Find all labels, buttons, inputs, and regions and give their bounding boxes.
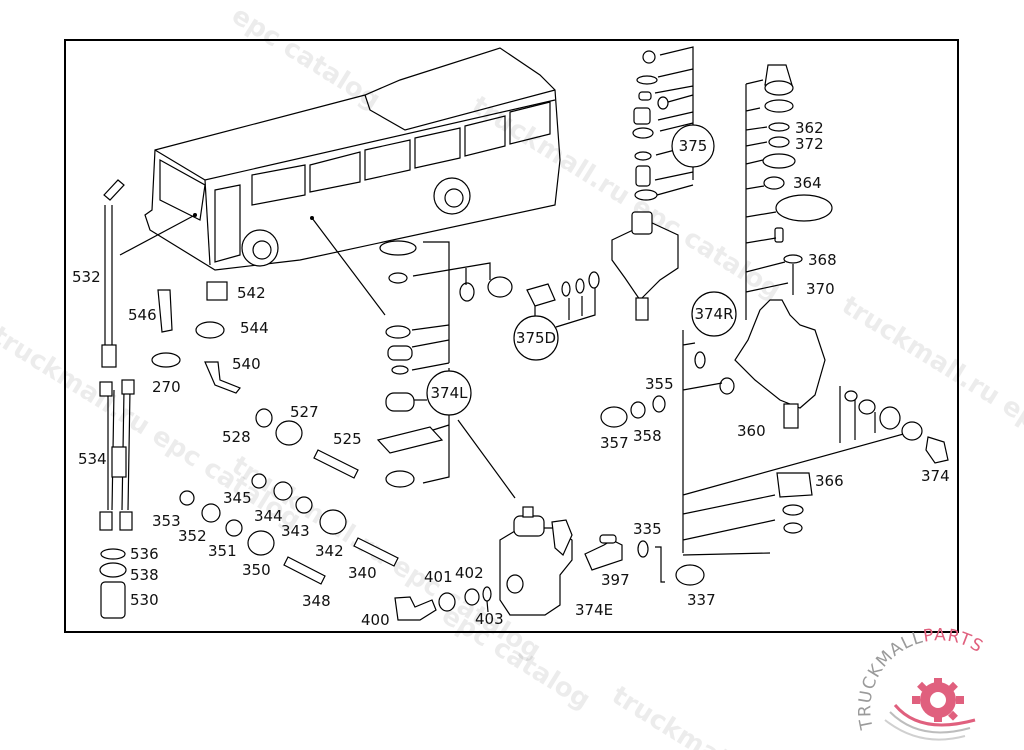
callout-circle-375 — [671, 124, 715, 168]
part-label-534: 534 — [78, 450, 107, 468]
part-label-357: 357 — [600, 434, 629, 452]
watermark-text: truckmall.ru epc catalog — [0, 320, 306, 535]
valve-375D-parts — [526, 271, 600, 328]
part-label-366: 366 — [815, 472, 844, 490]
valve-374E-parts — [394, 506, 705, 621]
part-label-353: 353 — [152, 512, 181, 530]
part-label-335: 335 — [633, 520, 662, 538]
logo-text-parts: PARTS — [922, 625, 987, 657]
truckmallparts-logo: TRUCKMALLPARTS — [855, 625, 987, 741]
callouts: 375 375D 374L 374R — [426, 124, 737, 416]
part-label-337: 337 — [687, 591, 716, 609]
part-label-352: 352 — [178, 527, 207, 545]
callout-circle-374L — [426, 370, 472, 416]
part-label-525: 525 — [333, 430, 362, 448]
valve-374R-parts — [600, 64, 949, 556]
part-label-374: 374 — [921, 467, 950, 485]
callout-374R: 374R — [694, 305, 733, 323]
part-label-360: 360 — [737, 422, 766, 440]
part-label-542: 542 — [237, 284, 266, 302]
part-label-342: 342 — [315, 542, 344, 560]
part-label-345: 345 — [223, 489, 252, 507]
diagram-frame — [64, 39, 959, 633]
callout-circle-374R — [691, 291, 737, 337]
part-label-344: 344 — [254, 507, 283, 525]
part-label-528: 528 — [222, 428, 251, 446]
part-label-527: 527 — [290, 403, 319, 421]
part-label-358: 358 — [633, 427, 662, 445]
part-label-403: 403 — [475, 610, 504, 628]
logo-text-truckmall: TRUCKMALL — [855, 627, 925, 732]
small-parts-left — [151, 281, 399, 585]
callout-375D: 375D — [516, 329, 556, 347]
part-label-538: 538 — [130, 566, 159, 584]
part-label-530: 530 — [130, 591, 159, 609]
bus-illustration — [119, 47, 561, 316]
part-label-362: 362 — [795, 119, 824, 137]
part-label-400: 400 — [361, 611, 390, 629]
callout-374L: 374L — [431, 384, 469, 402]
part-label-343: 343 — [281, 522, 310, 540]
part-label-355: 355 — [645, 375, 674, 393]
part-label-401: 401 — [424, 568, 453, 586]
watermark-text: truckmall.ru — [606, 680, 775, 750]
part-label-348: 348 — [302, 592, 331, 610]
part-label-546: 546 — [128, 306, 157, 324]
part-label-397: 397 — [601, 571, 630, 589]
svg-text:TRUCKMALLPARTS: TRUCKMALLPARTS — [855, 625, 987, 732]
part-label-364: 364 — [793, 174, 822, 192]
watermark-text: epc catalog — [226, 0, 385, 115]
part-label-350: 350 — [242, 561, 271, 579]
part-labels: 532 546 542 544 540 270 527 528 525 534 … — [72, 119, 950, 629]
hose-assembly — [99, 179, 135, 619]
part-label-368: 368 — [808, 251, 837, 269]
part-label-270: 270 — [152, 378, 181, 396]
valve-374L-parts — [376, 240, 516, 499]
part-label-532: 532 — [72, 268, 101, 286]
part-label-544: 544 — [240, 319, 269, 337]
valve-375-parts — [611, 46, 694, 321]
callout-375: 375 — [679, 137, 708, 155]
gear-icon — [912, 678, 964, 722]
watermark-text: epc catalog — [436, 600, 595, 715]
callout-circle-375D — [513, 315, 559, 361]
part-label-536: 536 — [130, 545, 159, 563]
part-label-374E: 374E — [575, 601, 613, 619]
part-label-351: 351 — [208, 542, 237, 560]
part-label-402: 402 — [455, 564, 484, 582]
part-label-540: 540 — [232, 355, 261, 373]
part-label-372: 372 — [795, 135, 824, 153]
part-label-340: 340 — [348, 564, 377, 582]
part-label-370: 370 — [806, 280, 835, 298]
